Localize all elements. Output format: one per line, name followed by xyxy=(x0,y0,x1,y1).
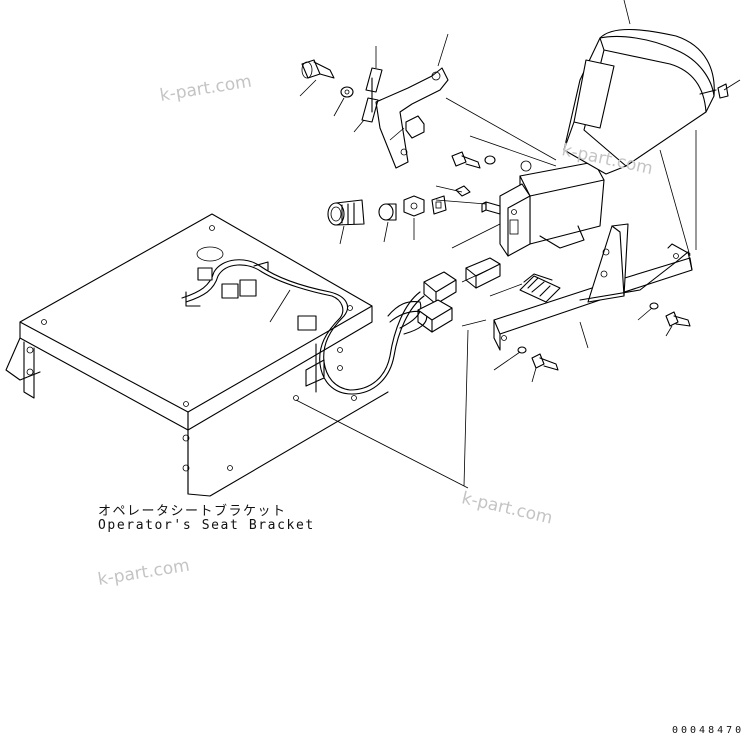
connectors xyxy=(417,257,501,333)
control-box xyxy=(481,160,605,257)
drawing-number: 00048470 xyxy=(672,725,745,736)
wire-harness xyxy=(181,259,428,395)
seat-bracket xyxy=(5,213,389,497)
caption-english: Operator's Seat Bracket xyxy=(98,518,315,533)
caption-japanese: オペレータシートブラケット xyxy=(98,504,287,519)
armrest-cover xyxy=(563,28,715,175)
fasteners xyxy=(301,59,729,371)
leader-lines xyxy=(269,0,741,489)
lever-bracket xyxy=(361,67,449,169)
mounting-bracket xyxy=(493,223,693,351)
